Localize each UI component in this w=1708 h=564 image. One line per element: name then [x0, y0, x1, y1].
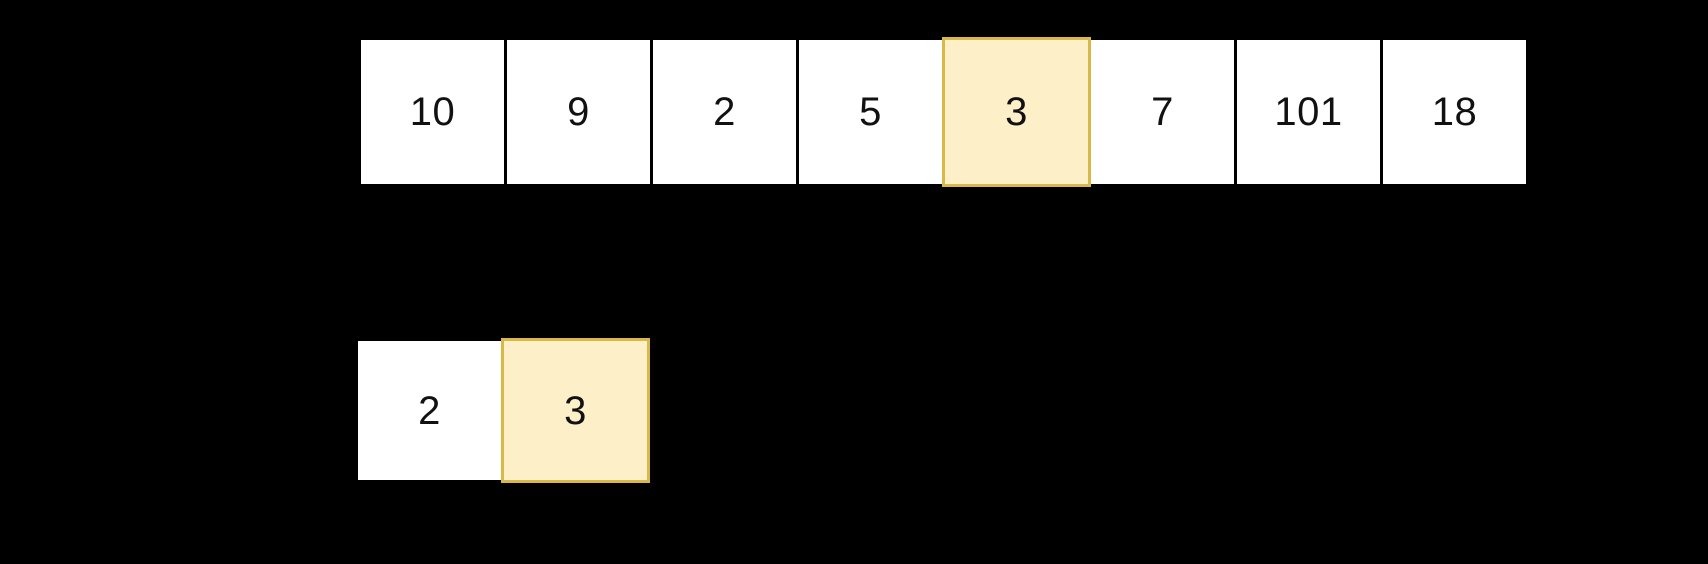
- input-array-cell-value: 18: [1431, 90, 1478, 134]
- input-array-cell-value: 10: [409, 90, 456, 134]
- input-array-cell-2[interactable]: 2: [650, 37, 799, 187]
- output-array-cell-value: 3: [564, 388, 587, 433]
- input-array-cell-value: 9: [567, 90, 590, 134]
- input-array-cell-6[interactable]: 101: [1234, 37, 1383, 187]
- input-array-cell-3[interactable]: 5: [796, 37, 945, 187]
- input-array-cell-value: 3: [1005, 90, 1028, 134]
- input-array-cell-4[interactable]: 3: [942, 37, 1091, 187]
- input-array-cell-value: 101: [1274, 90, 1343, 134]
- input-array-cell-5[interactable]: 7: [1088, 37, 1237, 187]
- input-array-cell-value: 5: [859, 90, 882, 134]
- output-array-cell-0[interactable]: 2: [355, 338, 504, 483]
- input-array-cell-1[interactable]: 9: [504, 37, 653, 187]
- output-array-cell-value: 2: [418, 388, 441, 433]
- input-array-cell-value: 2: [713, 90, 736, 134]
- input-array-cell-value: 7: [1151, 90, 1174, 134]
- input-array-row: 10 9 2 5 3 7 101 18: [358, 37, 1529, 187]
- input-array-cell-0[interactable]: 10: [358, 37, 507, 187]
- output-array-cell-1[interactable]: 3: [501, 338, 650, 483]
- input-array-cell-7[interactable]: 18: [1380, 37, 1529, 187]
